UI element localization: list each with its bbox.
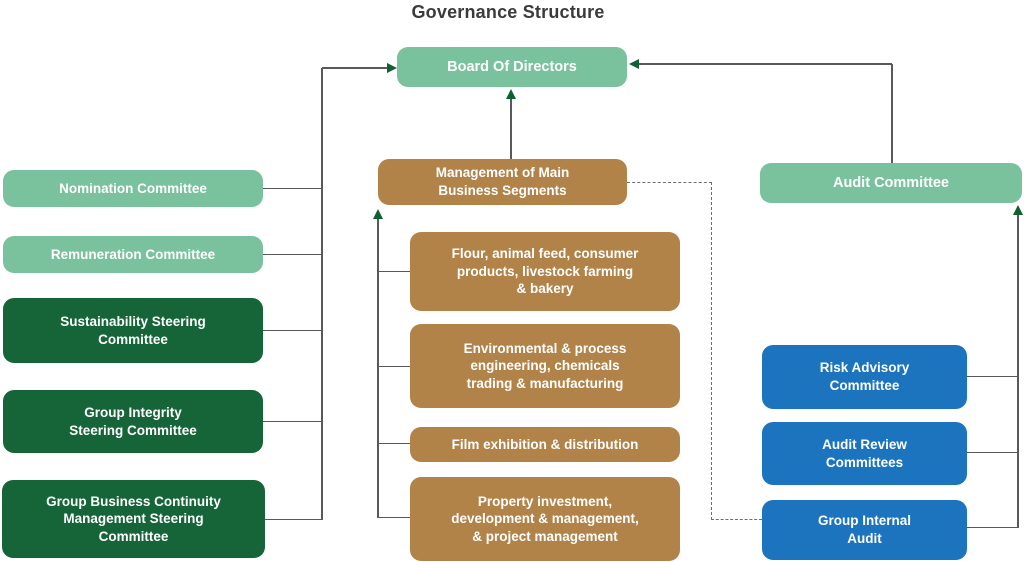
arrow-into-board-bottom-icon: [506, 89, 516, 99]
dashed-connector-vertical: [711, 182, 712, 520]
sustainability-steering-committee-box: Sustainability Steering Committee: [3, 298, 263, 363]
connector-stub-nomination: [263, 188, 322, 189]
connector-audit-to-board: [891, 64, 893, 163]
connector-board-left: [322, 67, 387, 69]
dashed-connector-bottom: [711, 519, 762, 520]
connector-stub-remuneration: [263, 254, 322, 255]
audit-review-committees-box: Audit Review Committees: [762, 422, 967, 485]
group-business-continuity-box: Group Business Continuity Management Ste…: [2, 480, 265, 558]
dashed-connector-top: [627, 182, 712, 183]
connector-mid-rail: [377, 218, 379, 518]
segment-property-box: Property investment, development & manag…: [410, 477, 680, 561]
connector-stub-segment-4: [378, 517, 410, 518]
connector-stub-sustainability: [263, 330, 322, 331]
connector-stub-group-internal-audit: [967, 527, 1018, 528]
board-of-directors-box: Board Of Directors: [397, 47, 627, 87]
page-title: Governance Structure: [411, 2, 605, 22]
connector-stub-audit-review: [967, 452, 1018, 453]
connector-stub-integrity: [263, 421, 322, 422]
connector-stub-segment-1: [378, 271, 410, 272]
remuneration-committee-box: Remuneration Committee: [3, 236, 263, 273]
arrow-into-board-left-icon: [387, 63, 397, 73]
nomination-committee-box: Nomination Committee: [3, 170, 263, 207]
connector-management-to-board: [510, 98, 512, 159]
segment-flour-feed-box: Flour, animal feed, consumer products, l…: [410, 232, 680, 311]
connector-stub-segment-2: [378, 366, 410, 367]
connector-board-right: [639, 63, 892, 65]
segment-film-box: Film exhibition & distribution: [410, 427, 680, 462]
connector-stub-continuity: [265, 519, 322, 520]
arrow-into-management-icon: [373, 209, 383, 219]
arrow-into-audit-committee-icon: [1013, 205, 1023, 215]
audit-committee-box: Audit Committee: [760, 163, 1022, 203]
connector-right-rail: [1017, 214, 1019, 528]
management-main-business-segments-box: Management of Main Business Segments: [378, 159, 627, 205]
connector-left-rail: [321, 68, 323, 520]
risk-advisory-committee-box: Risk Advisory Committee: [762, 345, 967, 409]
segment-environmental-box: Environmental & process engineering, che…: [410, 324, 680, 408]
connector-stub-risk-advisory: [967, 376, 1018, 377]
arrow-into-board-right-icon: [629, 59, 639, 69]
group-integrity-steering-committee-box: Group Integrity Steering Committee: [3, 390, 263, 453]
group-internal-audit-box: Group Internal Audit: [762, 500, 967, 560]
connector-stub-segment-3: [378, 443, 410, 444]
